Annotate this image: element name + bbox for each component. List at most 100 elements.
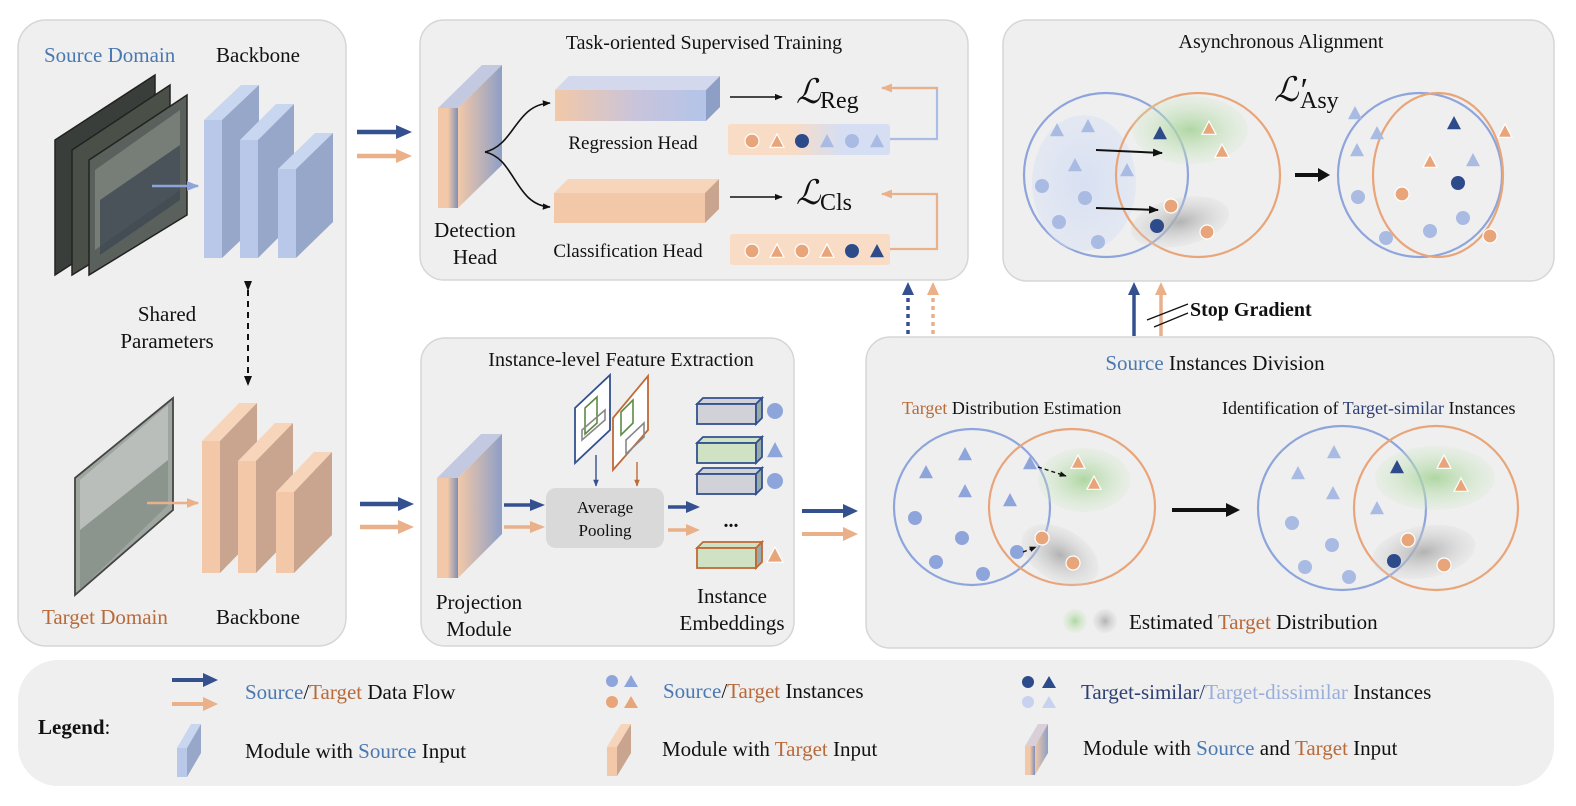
classification-instance-target-triangle <box>769 242 785 258</box>
loss-asy-symbol: ℒ′ <box>1274 72 1306 109</box>
embedding-4 <box>694 539 765 571</box>
estimated-suffix: Distribution <box>1271 610 1378 634</box>
classification-head-block <box>554 179 719 223</box>
dissimilar-triangle-marker <box>1348 106 1362 120</box>
detection-head-line2: Head <box>453 245 498 269</box>
dissimilar-circle-marker <box>1351 190 1365 204</box>
target-domain-label: Target Domain <box>42 605 168 629</box>
legend-inst-target: Target <box>727 679 780 703</box>
legend-mixed-module-icon <box>1025 724 1048 775</box>
flow-to-training-from-division <box>902 282 939 334</box>
training-panel: Task-oriented Supervised Training Detect… <box>419 19 969 281</box>
target-circle-marker <box>1163 198 1179 214</box>
source-circle-marker <box>1010 545 1024 559</box>
dissimilar-triangle-marker <box>1291 466 1305 480</box>
alignment-target-circle-before <box>1114 91 1282 259</box>
legend-mod-both-and: and <box>1255 736 1295 760</box>
legend-similar-dissimilar-icon <box>1022 676 1056 708</box>
legend-mod-both-target: Target <box>1295 736 1348 760</box>
instance-embeddings <box>694 395 784 571</box>
embedding-instance-target-triangle <box>766 545 784 563</box>
target-triangle-marker <box>1422 152 1438 168</box>
dissimilar-triangle-marker <box>1326 486 1340 500</box>
roi-feature-maps <box>574 372 649 487</box>
dissimilar-triangle-marker <box>1081 119 1095 133</box>
average-pooling-line2: Pooling <box>579 521 632 540</box>
classification-head-label: Classification Head <box>553 241 703 262</box>
classification-instances <box>744 242 884 259</box>
regression-instance-target-circle <box>744 133 760 149</box>
alignment-panel: Asynchronous Alignment ℒ′ Asy <box>1002 19 1555 282</box>
dissimilar-triangle-marker <box>1068 158 1082 172</box>
classification-instance-target-circle <box>744 243 760 259</box>
target-circle-marker <box>1482 228 1498 244</box>
flow-to-training <box>357 125 412 163</box>
embedding-2 <box>694 434 765 466</box>
estimation-instances <box>908 447 1102 581</box>
alignment-move-arrow-1 <box>1095 148 1163 157</box>
legend-sim-dissimilar: Target-dissimilar <box>1205 680 1348 704</box>
legend-flow-suffix: Data Flow <box>362 680 456 704</box>
target-triangle-marker <box>1214 142 1230 158</box>
legend-module-target: Module with Target Input <box>662 737 877 761</box>
similar-circle-marker <box>1387 554 1401 568</box>
legend-instances: Source/Target Instances <box>663 679 864 703</box>
identification-target-circle <box>1352 424 1520 592</box>
legend-similar: Target-similar/Target-dissimilar Instanc… <box>1081 680 1431 704</box>
legend-mod-tgt-target: Target <box>775 737 828 761</box>
target-triangle-marker <box>1070 453 1086 469</box>
loss-cls-symbol: ℒ <box>796 175 822 212</box>
similar-circle-marker <box>1451 176 1465 190</box>
legend-title: Legend: <box>38 715 110 739</box>
embeddings-ellipsis: ... <box>724 510 739 532</box>
target-backbone-blocks <box>202 403 332 573</box>
branch-to-classification <box>484 151 551 210</box>
dissimilar-circle-marker <box>1298 560 1312 574</box>
target-circle-marker <box>1065 555 1081 571</box>
dissimilar-circle-marker <box>1423 224 1437 238</box>
legend-inst-source: Source <box>663 679 721 703</box>
target-triangle-marker <box>1497 122 1513 138</box>
shared-parameters-line1: Shared <box>138 302 197 326</box>
regression-instance-dissimilar-triangle <box>870 134 884 148</box>
dissimilar-circle-marker <box>1379 231 1393 245</box>
source-backbone-label: Backbone <box>216 43 300 67</box>
regression-head-block <box>555 76 720 121</box>
alignment-green-distribution <box>1132 96 1248 164</box>
estimation-green-distribution <box>1038 448 1130 512</box>
target-circle-marker <box>1034 530 1050 546</box>
identification-label: Identification of Target-similar Instanc… <box>1222 398 1516 418</box>
classification-instance-similar-circle <box>845 244 859 258</box>
stop-gradient-slash-1 <box>1146 303 1189 321</box>
loss-cls-subscript: Cls <box>820 190 852 216</box>
legend-source-module-icon <box>177 724 201 777</box>
regression-instances <box>744 132 884 149</box>
regression-head-label: Regression Head <box>568 133 698 154</box>
legend-mod-both-suffix: Input <box>1348 736 1398 760</box>
estimation-source-circle <box>892 427 1052 587</box>
estimation-triangle-arrow <box>1037 466 1067 477</box>
legend-flow-slash: / <box>303 680 309 704</box>
legend-green-distribution-icon <box>1063 609 1087 633</box>
target-circle-marker <box>1436 557 1452 573</box>
alignment-move-arrow-2 <box>1095 205 1159 214</box>
target-triangle-marker <box>1453 476 1469 492</box>
dissimilar-triangle-marker <box>1370 126 1384 140</box>
projection-module-block <box>437 434 502 578</box>
source-triangle-marker <box>1023 456 1037 470</box>
projection-module-line2: Module <box>446 617 511 641</box>
division-panel: Source Instances Division Target Distrib… <box>865 336 1555 649</box>
flow-to-feature-extraction <box>360 497 414 534</box>
regression-instance-dissimilar-triangle <box>820 134 834 148</box>
legend-module-both: Module with Source and Target Input <box>1083 736 1398 760</box>
branch-to-regression <box>484 100 551 153</box>
training-panel-title: Task-oriented Supervised Training <box>566 32 842 54</box>
dissimilar-circle-marker <box>1456 211 1470 225</box>
similar-circle-marker <box>1150 219 1164 233</box>
instance-embeddings-line2: Embeddings <box>680 611 785 635</box>
dissimilar-circle-marker <box>1091 235 1105 249</box>
embedding-instance-source-triangle <box>767 442 783 458</box>
average-pooling-box <box>546 488 664 548</box>
identification-suffix: Instances <box>1444 398 1515 418</box>
feature-panel-title: Instance-level Feature Extraction <box>488 349 753 371</box>
